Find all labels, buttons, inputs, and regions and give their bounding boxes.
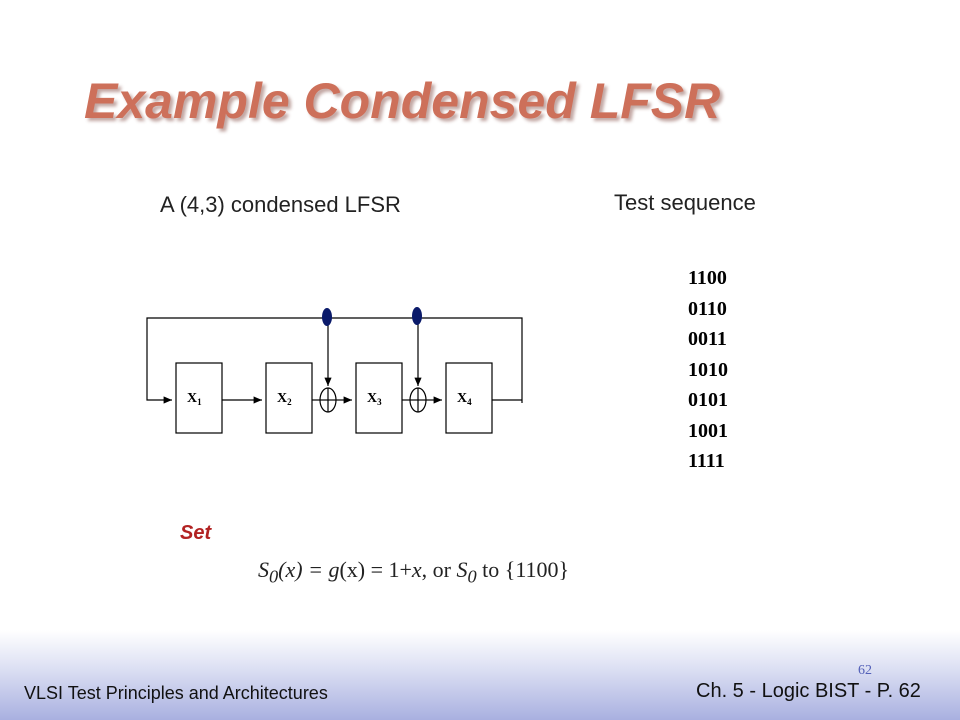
test-sequence-list: 1100 0110 0011 1010 0101 1001 1111 [688,263,728,477]
tap-node-1 [322,308,332,326]
sequence-item: 1010 [688,358,728,381]
register-x1 [175,362,223,434]
footer-course-title: VLSI Test Principles and Architectures [24,683,328,703]
set-label: Set [180,522,212,544]
feedback-loop-line [146,317,523,404]
slide-title: Example Condensed LFSR [84,73,721,129]
diagram-caption: A (4,3) condensed LFSR [160,192,401,217]
footer-bar [0,630,960,720]
sequence-item: 0101 [688,389,728,411]
sequence-item: 1111 [688,450,725,472]
xor-gate-1 [319,387,337,413]
footer-chapter-page: Ch. 5 - Logic BIST - P. 62 [696,680,921,702]
sequence-item: 0110 [688,297,727,320]
xor-gate-2 [409,387,427,413]
register-x4 [445,362,493,434]
sequence-item: 0011 [688,328,727,350]
register-x2 [265,362,313,434]
sequence-item: 1001 [688,419,728,442]
register-label-4: X4 [457,391,472,407]
register-label-3: X3 [367,391,382,407]
register-label-1: X1 [187,391,202,407]
seed-formula: S0(x) = g(x) = 1+x, or S0 to {1100} [258,557,570,587]
sequence-caption: Test sequence [614,190,756,215]
tap-node-2 [412,307,422,325]
sequence-item: 1100 [688,267,727,289]
register-label-2: X2 [277,391,292,407]
register-x3 [355,362,403,434]
page-number-small: 62 [858,663,872,678]
